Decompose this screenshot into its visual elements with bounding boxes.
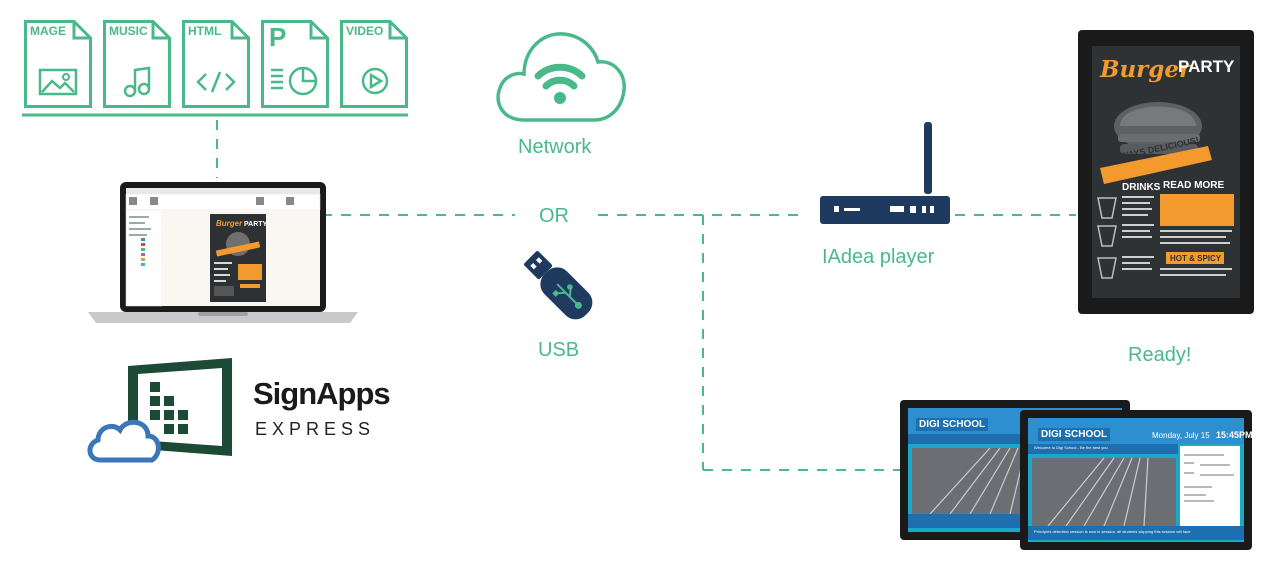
poster-title-script: Burger <box>1100 56 1192 83</box>
poster-title-caps: PARTY <box>1178 57 1235 76</box>
file-card-outline <box>24 20 92 108</box>
image-icon <box>38 68 78 96</box>
iadea-player-icon <box>820 122 950 224</box>
poster-drinks: DRINKS <box>1122 182 1161 193</box>
tablet-school: DIGI SCHOOL <box>1038 428 1111 441</box>
tablet-date: Monday, July 15 <box>1152 431 1210 440</box>
cloud-wifi-icon <box>496 32 626 122</box>
file-types-row: MAGE MUSIC HTML <box>24 20 414 110</box>
file-card-video: VIDEO <box>340 20 408 108</box>
laptop: Burger PARTY <box>88 182 358 327</box>
brand-name: SignApps <box>253 376 391 411</box>
file-card-image: MAGE <box>24 20 92 108</box>
laptop-body: Burger PARTY <box>88 182 358 323</box>
tablet-welcome: Welcome to Digi School - Be the best you <box>1034 445 1108 450</box>
tablet-ticker: Principles detention session is now in s… <box>1034 529 1191 534</box>
tablet-front: DIGI SCHOOL Monday, July 15 15:45PM Welc… <box>1020 410 1253 552</box>
file-card-music: MUSIC <box>103 20 171 108</box>
svg-text:PARTY: PARTY <box>244 221 268 228</box>
file-card-outline <box>261 20 329 108</box>
file-card-label: VIDEO <box>346 24 384 38</box>
usb-stick-icon <box>524 251 593 320</box>
tablet-front-frame <box>1020 410 1252 550</box>
signapps-logo-icon <box>87 358 232 463</box>
or-label: OR <box>539 205 569 227</box>
network-label: Network <box>518 136 592 158</box>
portrait-display: Burger PARTY ALWAYS DELICIOUS! DRINKS RE… <box>1078 30 1254 316</box>
tablet-time: 15:45PM <box>1216 430 1253 440</box>
poster-read-more: READ MORE <box>1163 180 1225 191</box>
usb-label: USB <box>538 339 580 361</box>
file-card-outline <box>103 20 171 108</box>
presentation-icon <box>271 66 318 96</box>
portrait-display-frame <box>1078 30 1254 314</box>
file-card-label: P <box>269 22 287 52</box>
file-card-label: MUSIC <box>109 24 148 38</box>
tablet-back-school: DIGI SCHOOL <box>916 418 989 431</box>
code-icon <box>196 71 236 93</box>
poster-hot-spicy: HOT & SPICY <box>1170 254 1222 263</box>
play-icon <box>361 67 389 95</box>
file-card-label: HTML <box>188 24 222 38</box>
file-card-presentation: P <box>261 20 329 108</box>
brand-sub: EXPRESS <box>255 419 376 439</box>
svg-text:Burger: Burger <box>216 219 243 228</box>
player-label: IAdea player <box>822 246 935 268</box>
file-card-outline <box>340 20 408 108</box>
ready-label: Ready! <box>1128 344 1192 366</box>
music-icon <box>123 66 151 98</box>
file-card-html: HTML <box>182 20 250 108</box>
file-card-label: MAGE <box>30 24 66 38</box>
